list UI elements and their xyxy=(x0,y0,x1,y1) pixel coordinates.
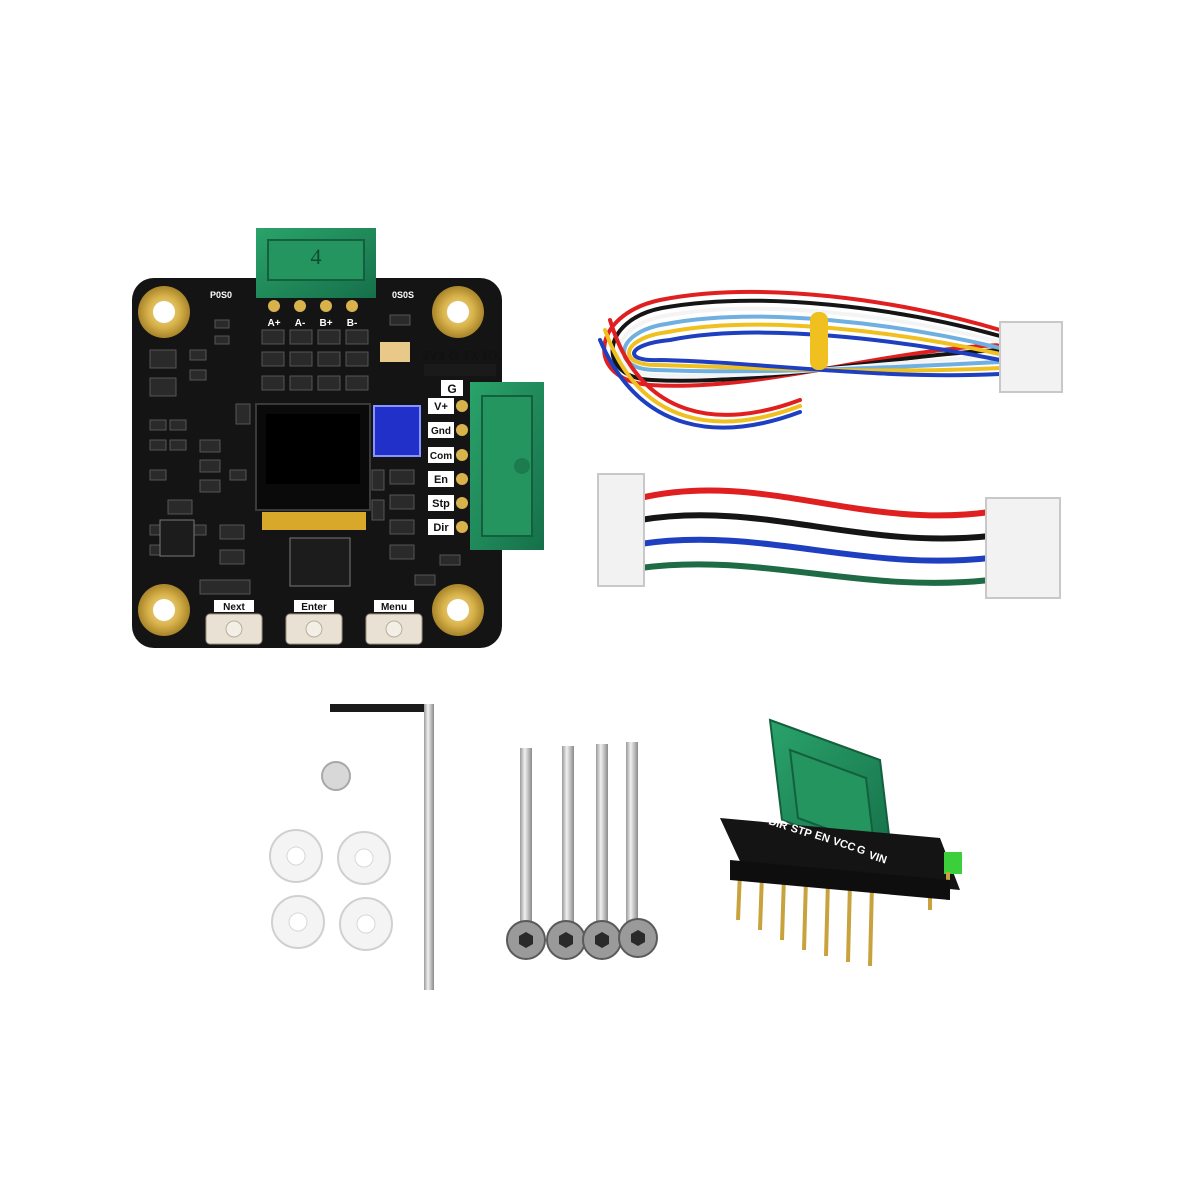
silk-corner-left: P0S0 xyxy=(210,290,232,300)
adapter-pin-en: EN xyxy=(813,829,831,845)
driver-board: 4 A+ A- B+ B- P0S0 0S0S xyxy=(132,228,544,648)
pin-label-a-plus: A+ xyxy=(267,318,280,329)
g-label: G xyxy=(447,382,456,396)
board-buttons: Next Enter Menu xyxy=(205,600,423,645)
potentiometer xyxy=(373,405,421,457)
oled-flex-cable xyxy=(262,512,366,530)
pin-label-b-minus: B- xyxy=(347,318,358,329)
button-label-enter: Enter xyxy=(301,602,327,613)
adapter-pin-dir: DIR xyxy=(767,815,789,832)
pin-label-en: En xyxy=(434,474,448,486)
control-pin-labels: V+ Gnd Com En Stp Dir xyxy=(428,398,454,535)
pin-label-a-minus: A- xyxy=(295,318,306,329)
adapter-pin-g: G xyxy=(855,843,867,857)
six-wire-cable xyxy=(598,289,1002,430)
four-wire-plug-left xyxy=(597,473,645,587)
pin-label-b-plus: B+ xyxy=(319,318,332,329)
magnet-disc xyxy=(321,761,351,791)
mounting-holes xyxy=(138,286,484,636)
six-pin-plug xyxy=(999,321,1063,393)
adapter-board: DIR STP EN VCC G VIN xyxy=(720,718,962,967)
hex-key xyxy=(330,704,434,990)
cable-tie xyxy=(810,312,828,370)
mcu-chip xyxy=(289,537,351,587)
driver-chip xyxy=(159,519,195,557)
pin-label-dir: Dir xyxy=(433,522,449,534)
control-connector xyxy=(456,382,544,550)
button-label-menu: Menu xyxy=(381,602,407,613)
connector-digit: 4 xyxy=(311,244,322,269)
nylon-washers xyxy=(269,829,393,951)
four-wire-cable xyxy=(637,487,993,586)
motor-connector: 4 A+ A- B+ B- xyxy=(256,228,376,329)
uart-header xyxy=(424,364,496,376)
smd-components xyxy=(149,314,461,595)
tan-capacitor xyxy=(380,342,410,362)
pin-label-vplus: V+ xyxy=(434,401,448,413)
silk-corner-right: 0S0S xyxy=(392,290,414,300)
pin-label-com: Com xyxy=(430,451,452,462)
oled-screen xyxy=(266,414,360,484)
pin-label-stp: Stp xyxy=(432,498,450,510)
adapter-pin-vin: VIN xyxy=(867,849,888,866)
button-label-next: Next xyxy=(223,602,245,613)
four-wire-plug-right xyxy=(985,497,1061,599)
pin-label-gnd: Gnd xyxy=(431,426,451,437)
uart-header-label: 3V3 G TX RX xyxy=(422,348,501,363)
long-screws xyxy=(506,742,658,960)
